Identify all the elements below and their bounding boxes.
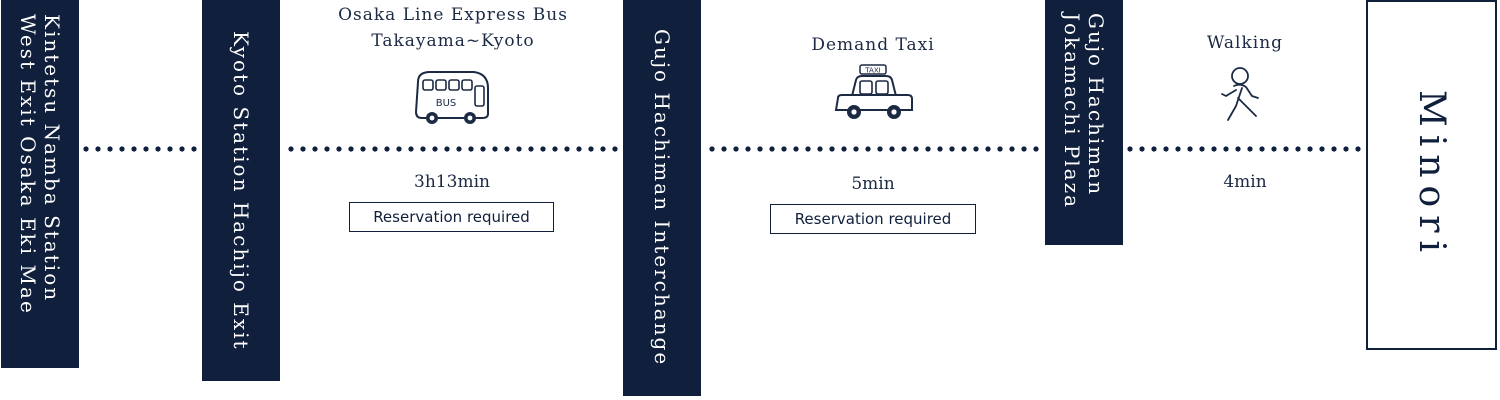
- mode-line: Walking: [1206, 33, 1284, 53]
- bus-icon: BUS: [412, 68, 496, 128]
- segment-mode-label: Demand Taxi: [706, 32, 1040, 58]
- segment-mode-label: Osaka Line Express Bus Takayama~Kyoto: [290, 2, 616, 54]
- segment-duration: 4min: [1223, 172, 1267, 192]
- station-label: Minori: [1411, 90, 1453, 260]
- station-minori: Minori: [1366, 0, 1497, 350]
- taxi-icon: TAXI: [832, 62, 916, 124]
- segment-duration: 5min: [851, 174, 895, 194]
- station-label: Kintetsu Namba Station West Exit Osaka E…: [16, 14, 64, 315]
- station-label: Gujo Hachiman Jokamachi Plaza: [1060, 12, 1108, 209]
- mode-line: Demand Taxi: [811, 35, 935, 55]
- mode-line: Osaka Line Express Bus: [338, 5, 568, 25]
- route-connector: [1124, 146, 1366, 152]
- walking-person-icon: [1212, 66, 1272, 126]
- station-label: Gujo Hachiman Interchange: [650, 29, 674, 367]
- station-kintetsu-namba: Kintetsu Namba Station West Exit Osaka E…: [1, 0, 79, 368]
- route-connector: [80, 146, 202, 152]
- station-gujo-jokamachi-plaza: Gujo Hachiman Jokamachi Plaza: [1045, 0, 1123, 245]
- taxi-icon-text: TAXI: [864, 67, 880, 75]
- segment-mode-label: Walking: [1160, 30, 1330, 56]
- segment-duration: 3h13min: [414, 172, 490, 192]
- reservation-badge: Reservation required: [349, 202, 554, 232]
- route-connector: [706, 146, 1044, 152]
- station-kyoto-hachijo: Kyoto Station Hachijo Exit: [202, 0, 280, 381]
- station-label: Kyoto Station Hachijo Exit: [229, 30, 253, 351]
- station-gujo-hachiman-interchange: Gujo Hachiman Interchange: [623, 0, 701, 396]
- reservation-badge: Reservation required: [770, 204, 976, 234]
- mode-line: Takayama~Kyoto: [371, 31, 535, 51]
- route-connector: [285, 146, 621, 152]
- bus-icon-text: BUS: [436, 98, 457, 109]
